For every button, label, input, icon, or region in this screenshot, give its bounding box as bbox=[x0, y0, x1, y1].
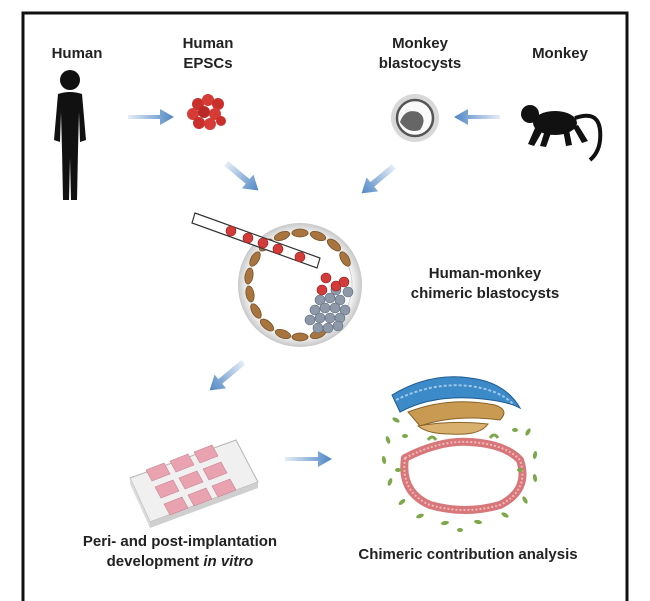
label-peri-line2: development in vitro bbox=[60, 552, 300, 572]
arrow-monkey-to-blastocyst bbox=[454, 109, 500, 125]
label-peri-post-implantation: Peri- and post-implantation development … bbox=[60, 532, 300, 572]
label-human-epscs-line2: EPSCs bbox=[183, 55, 233, 72]
embryo-cross-section-illustration bbox=[381, 376, 538, 532]
arrow-epscs-to-injection bbox=[224, 161, 259, 191]
chimeric-blastocyst-illustration bbox=[238, 223, 362, 347]
arrow-chimera-to-culture bbox=[209, 359, 246, 391]
label-chimeric-contribution-analysis: Chimeric contribution analysis bbox=[358, 546, 578, 563]
arrow-blastocyst-to-injection bbox=[361, 164, 396, 194]
label-monkey-blastocysts-line2: blastocysts bbox=[378, 55, 462, 72]
label-peri-line2-prefix: development bbox=[106, 553, 204, 570]
human-silhouette-icon bbox=[54, 70, 86, 200]
label-chimeric-line2: chimeric blastocysts bbox=[410, 285, 560, 302]
label-chimeric-blastocysts: Human-monkey chimeric blastocysts bbox=[395, 264, 575, 304]
label-peri-line2-italic: in vitro bbox=[203, 553, 254, 570]
arrow-culture-to-analysis bbox=[285, 451, 332, 467]
label-peri-line1: Peri- and post-implantation bbox=[82, 533, 278, 550]
label-human-epscs: Human EPSCs bbox=[168, 34, 248, 74]
label-monkey-blastocysts: Monkey blastocysts bbox=[370, 34, 470, 74]
injection-pipette-illustration bbox=[191, 212, 321, 269]
label-chimeric-line1: Human-monkey bbox=[428, 265, 542, 282]
human-epscs-cluster-icon bbox=[187, 94, 226, 130]
label-monkey: Monkey bbox=[532, 45, 588, 62]
figure-border bbox=[21, 11, 629, 601]
label-monkey-blastocysts-line1: Monkey bbox=[392, 35, 448, 52]
monkey-blastocyst-icon bbox=[391, 94, 439, 142]
culture-plate-illustration bbox=[129, 439, 259, 528]
arrow-human-to-epscs bbox=[128, 109, 174, 125]
monkey-silhouette-icon bbox=[521, 105, 603, 162]
label-human: Human bbox=[51, 45, 103, 62]
label-human-epscs-line1: Human bbox=[182, 35, 234, 52]
